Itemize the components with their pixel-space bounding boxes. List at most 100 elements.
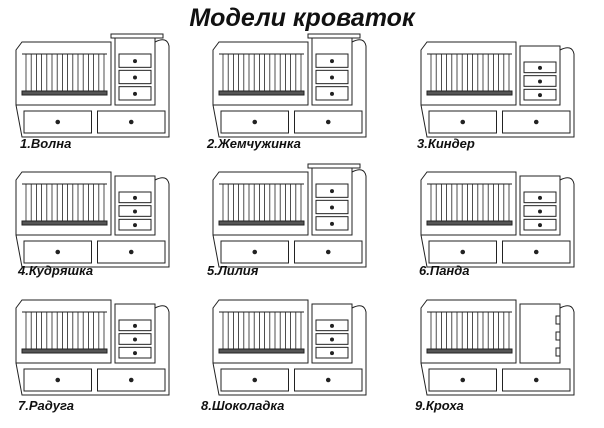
- changing-top: [307, 163, 361, 169]
- crib-model-6: 6.Панда: [413, 160, 604, 300]
- cabinet-drawer: [315, 333, 349, 345]
- base-frame: [420, 234, 575, 268]
- crib-frame: [212, 171, 309, 236]
- cabinet-drawer: [118, 53, 152, 68]
- drawer-knob: [55, 377, 61, 383]
- drawer-knob: [533, 249, 539, 255]
- drawer-knob: [128, 377, 134, 383]
- model-label: 9.Кроха: [415, 398, 464, 413]
- model-label: 8.Шоколадка: [201, 398, 285, 413]
- base-drawer: [220, 110, 289, 134]
- drawer-knob: [330, 337, 334, 342]
- crib-frame: [15, 41, 112, 106]
- cabinet-drawer: [315, 319, 349, 332]
- base-frame: [212, 234, 367, 268]
- crib-drawing: [212, 163, 367, 268]
- base-drawer: [294, 110, 363, 134]
- base-drawer: [428, 368, 497, 392]
- drawer-knob: [330, 221, 334, 226]
- cabinet-drawer: [118, 205, 152, 217]
- crib-mattress: [218, 348, 305, 354]
- crib-frame: [212, 41, 309, 106]
- crib-mattress: [21, 90, 108, 96]
- cabinet-drawer: [118, 319, 152, 332]
- cabinet-drawer: [315, 69, 349, 85]
- crib-model-5: 5.Лилия: [205, 160, 405, 300]
- drawer-edge: [555, 315, 561, 325]
- drawer-edge: [555, 331, 561, 341]
- base-frame: [420, 362, 575, 396]
- crib-drawing: [15, 171, 170, 268]
- crib-model-7: 7.Радуга: [8, 288, 208, 428]
- crib-mattress: [21, 220, 108, 226]
- drawer-knob: [538, 93, 542, 98]
- drawer-knob: [128, 249, 134, 255]
- base-drawer: [502, 110, 571, 134]
- drawer-knob: [133, 337, 137, 342]
- crib-drawing: [212, 33, 367, 138]
- crib-drawing: [15, 299, 170, 396]
- base-drawer: [220, 368, 289, 392]
- crib-mattress: [218, 220, 305, 226]
- page-title: Модели кроваток: [189, 4, 415, 32]
- cabinet-drawer: [118, 333, 152, 345]
- cabinet-drawer: [315, 53, 349, 68]
- drawer-knob: [252, 249, 258, 255]
- drawer-edge: [555, 347, 561, 357]
- base-frame: [212, 362, 367, 396]
- cabinet-drawer: [523, 191, 557, 204]
- crib-model-9: 9.Кроха: [413, 288, 604, 428]
- drawer-knob: [325, 377, 331, 383]
- drawer-knob: [252, 377, 258, 383]
- base-drawer: [294, 368, 363, 392]
- base-drawer: [23, 368, 92, 392]
- crib-mattress: [426, 220, 513, 226]
- cabinet-drawer: [118, 86, 152, 101]
- base-drawer: [97, 110, 166, 134]
- cabinet-drawer: [118, 191, 152, 204]
- drawer-knob: [538, 209, 542, 214]
- drawer-knob: [133, 91, 137, 96]
- drawer-knob: [133, 209, 137, 214]
- cabinet-drawer: [315, 346, 349, 359]
- model-label: 7.Радуга: [18, 398, 75, 413]
- crib-model-3: 3.Киндер: [413, 30, 604, 170]
- base-drawer: [23, 110, 92, 134]
- crib-drawing: [212, 299, 367, 396]
- base-frame: [15, 104, 170, 138]
- base-drawer: [220, 240, 289, 264]
- model-label: 4.Кудряшка: [18, 263, 94, 278]
- base-drawer: [294, 240, 363, 264]
- crib-mattress: [426, 348, 513, 354]
- base-frame: [15, 234, 170, 268]
- drawer-knob: [55, 249, 61, 255]
- drawer-knob: [325, 119, 331, 125]
- drawer-knob: [133, 351, 137, 356]
- crib-frame: [420, 171, 517, 236]
- drawer-knob: [538, 223, 542, 228]
- drawer-knob: [330, 189, 334, 194]
- cabinet-drawer: [118, 69, 152, 85]
- crib-mattress: [218, 90, 305, 96]
- base-frame: [15, 362, 170, 396]
- headboard: [559, 177, 575, 255]
- drawer-knob: [133, 59, 137, 64]
- model-label: 1.Волна: [20, 136, 72, 151]
- headboard: [559, 305, 575, 383]
- cabinet-drawer: [118, 218, 152, 231]
- cabinet-drawer: [315, 183, 349, 198]
- model-label: 3.Киндер: [417, 136, 475, 151]
- base-drawer: [428, 240, 497, 264]
- drawer-knob: [533, 377, 539, 383]
- changing-top: [110, 33, 164, 39]
- crib-drawing: [420, 41, 575, 138]
- drawer-knob: [133, 75, 137, 80]
- crib-drawing: [15, 33, 170, 138]
- headboard: [351, 305, 367, 383]
- side-cabinet: [114, 175, 156, 236]
- drawer-knob: [538, 65, 542, 70]
- drawer-knob: [330, 351, 334, 356]
- crib-model-8: 8.Шоколадка: [201, 288, 405, 428]
- side-cabinet: [519, 45, 561, 106]
- crib-frame: [212, 299, 309, 364]
